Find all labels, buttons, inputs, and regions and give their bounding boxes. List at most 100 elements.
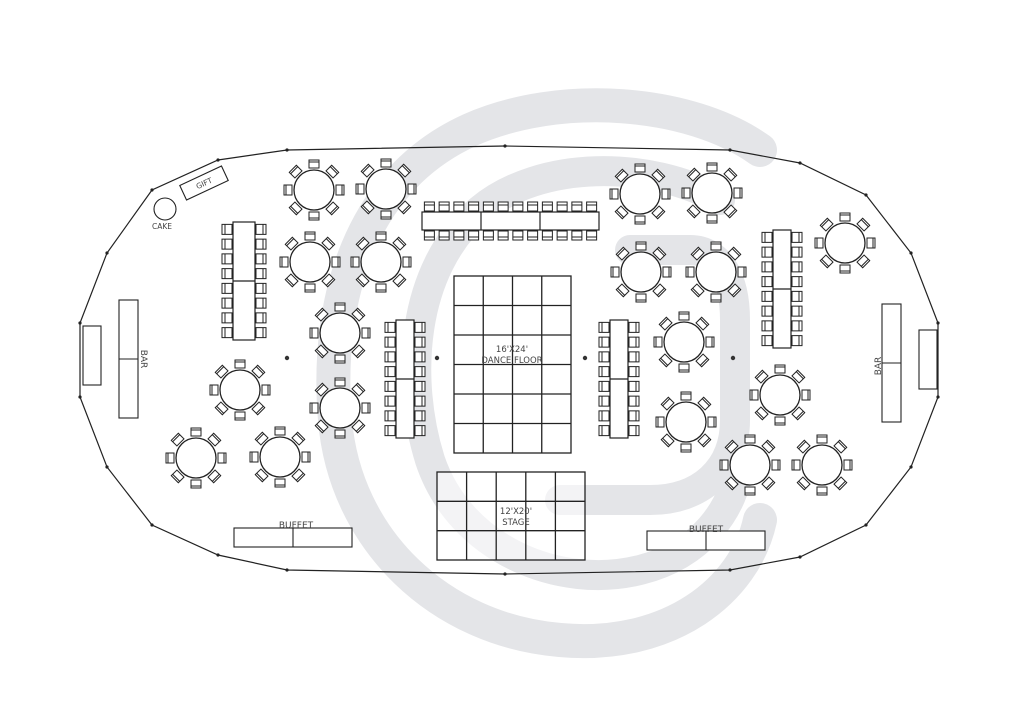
chair	[796, 439, 811, 454]
bar-right-label: BAR	[874, 357, 884, 376]
chair	[660, 396, 675, 411]
tent-stake	[728, 148, 732, 152]
chair	[255, 312, 267, 324]
chair	[723, 204, 738, 219]
chair	[331, 256, 341, 268]
tent-poles	[284, 355, 736, 361]
chair	[351, 419, 366, 434]
chair	[737, 266, 747, 278]
chair	[255, 327, 267, 339]
chair	[856, 217, 871, 232]
tent-outline	[78, 144, 940, 576]
chair	[482, 201, 494, 212]
chair	[207, 432, 222, 447]
chair	[468, 230, 480, 241]
chair	[610, 266, 620, 278]
chair	[207, 469, 222, 484]
round-table	[309, 377, 371, 439]
chair	[221, 253, 233, 265]
chair	[288, 164, 303, 179]
chair	[744, 486, 756, 496]
tent-stake	[936, 395, 940, 399]
chair	[816, 434, 828, 444]
tent-pole	[284, 355, 290, 361]
chair	[255, 268, 267, 280]
tent-stake	[798, 161, 802, 165]
tent-stake	[78, 395, 82, 399]
chair	[414, 366, 426, 378]
tent-stake	[285, 148, 289, 152]
chair	[723, 167, 738, 182]
chair	[791, 335, 803, 347]
chair	[384, 336, 396, 348]
chair	[651, 205, 666, 220]
chair	[170, 469, 185, 484]
chair	[321, 236, 336, 251]
chair	[249, 451, 259, 463]
tent-stake	[503, 572, 507, 576]
chair	[658, 353, 673, 368]
tent-stake	[150, 523, 154, 527]
chair	[771, 459, 781, 471]
banquet-table-center-right-vertical	[598, 319, 640, 439]
chair	[255, 282, 267, 294]
tent-pole	[582, 355, 588, 361]
chair	[384, 351, 396, 363]
chair	[598, 425, 610, 437]
chair	[761, 305, 773, 317]
chair	[749, 389, 759, 401]
chair	[598, 395, 610, 407]
chair	[234, 411, 246, 421]
chair	[304, 231, 316, 241]
chair	[308, 211, 320, 221]
chair	[221, 327, 233, 339]
round-table	[749, 364, 811, 426]
chair	[355, 183, 365, 195]
chair	[314, 419, 329, 434]
round-tables	[165, 158, 876, 496]
chair	[839, 264, 851, 274]
chair	[761, 246, 773, 258]
chair	[819, 254, 834, 269]
chair	[796, 476, 811, 491]
round-table	[249, 426, 311, 488]
chair	[791, 406, 806, 421]
chair	[541, 230, 553, 241]
chair	[678, 363, 690, 373]
cake-label: CAKE	[152, 222, 172, 231]
banquet-table-center-left-vertical	[384, 319, 426, 439]
chair	[724, 439, 739, 454]
chair	[438, 230, 450, 241]
tent-stake	[864, 193, 868, 197]
chair	[384, 425, 396, 437]
chair	[360, 163, 375, 178]
chair	[556, 201, 568, 212]
chair	[628, 425, 640, 437]
chair	[355, 273, 370, 288]
chair	[705, 336, 715, 348]
chair	[221, 223, 233, 235]
chair	[351, 307, 366, 322]
stage-name-label: STAGE	[502, 518, 530, 528]
chair	[556, 230, 568, 241]
banquet-table-top-horizontal	[421, 201, 600, 241]
chair	[678, 311, 690, 321]
chair	[628, 395, 640, 407]
chair	[662, 266, 672, 278]
round-table	[610, 241, 672, 303]
dance-floor: 16'X24' DANCE FLOOR	[453, 275, 572, 454]
buffet-tables	[233, 527, 766, 551]
round-table	[719, 434, 781, 496]
chair	[392, 273, 407, 288]
chair	[697, 396, 712, 411]
chair	[706, 162, 718, 172]
chair	[314, 344, 329, 359]
chair	[634, 163, 646, 173]
chair	[761, 439, 776, 454]
chair	[658, 316, 673, 331]
chair	[251, 401, 266, 416]
chair	[414, 395, 426, 407]
chair	[375, 231, 387, 241]
gift-table: GIFT	[179, 165, 229, 201]
